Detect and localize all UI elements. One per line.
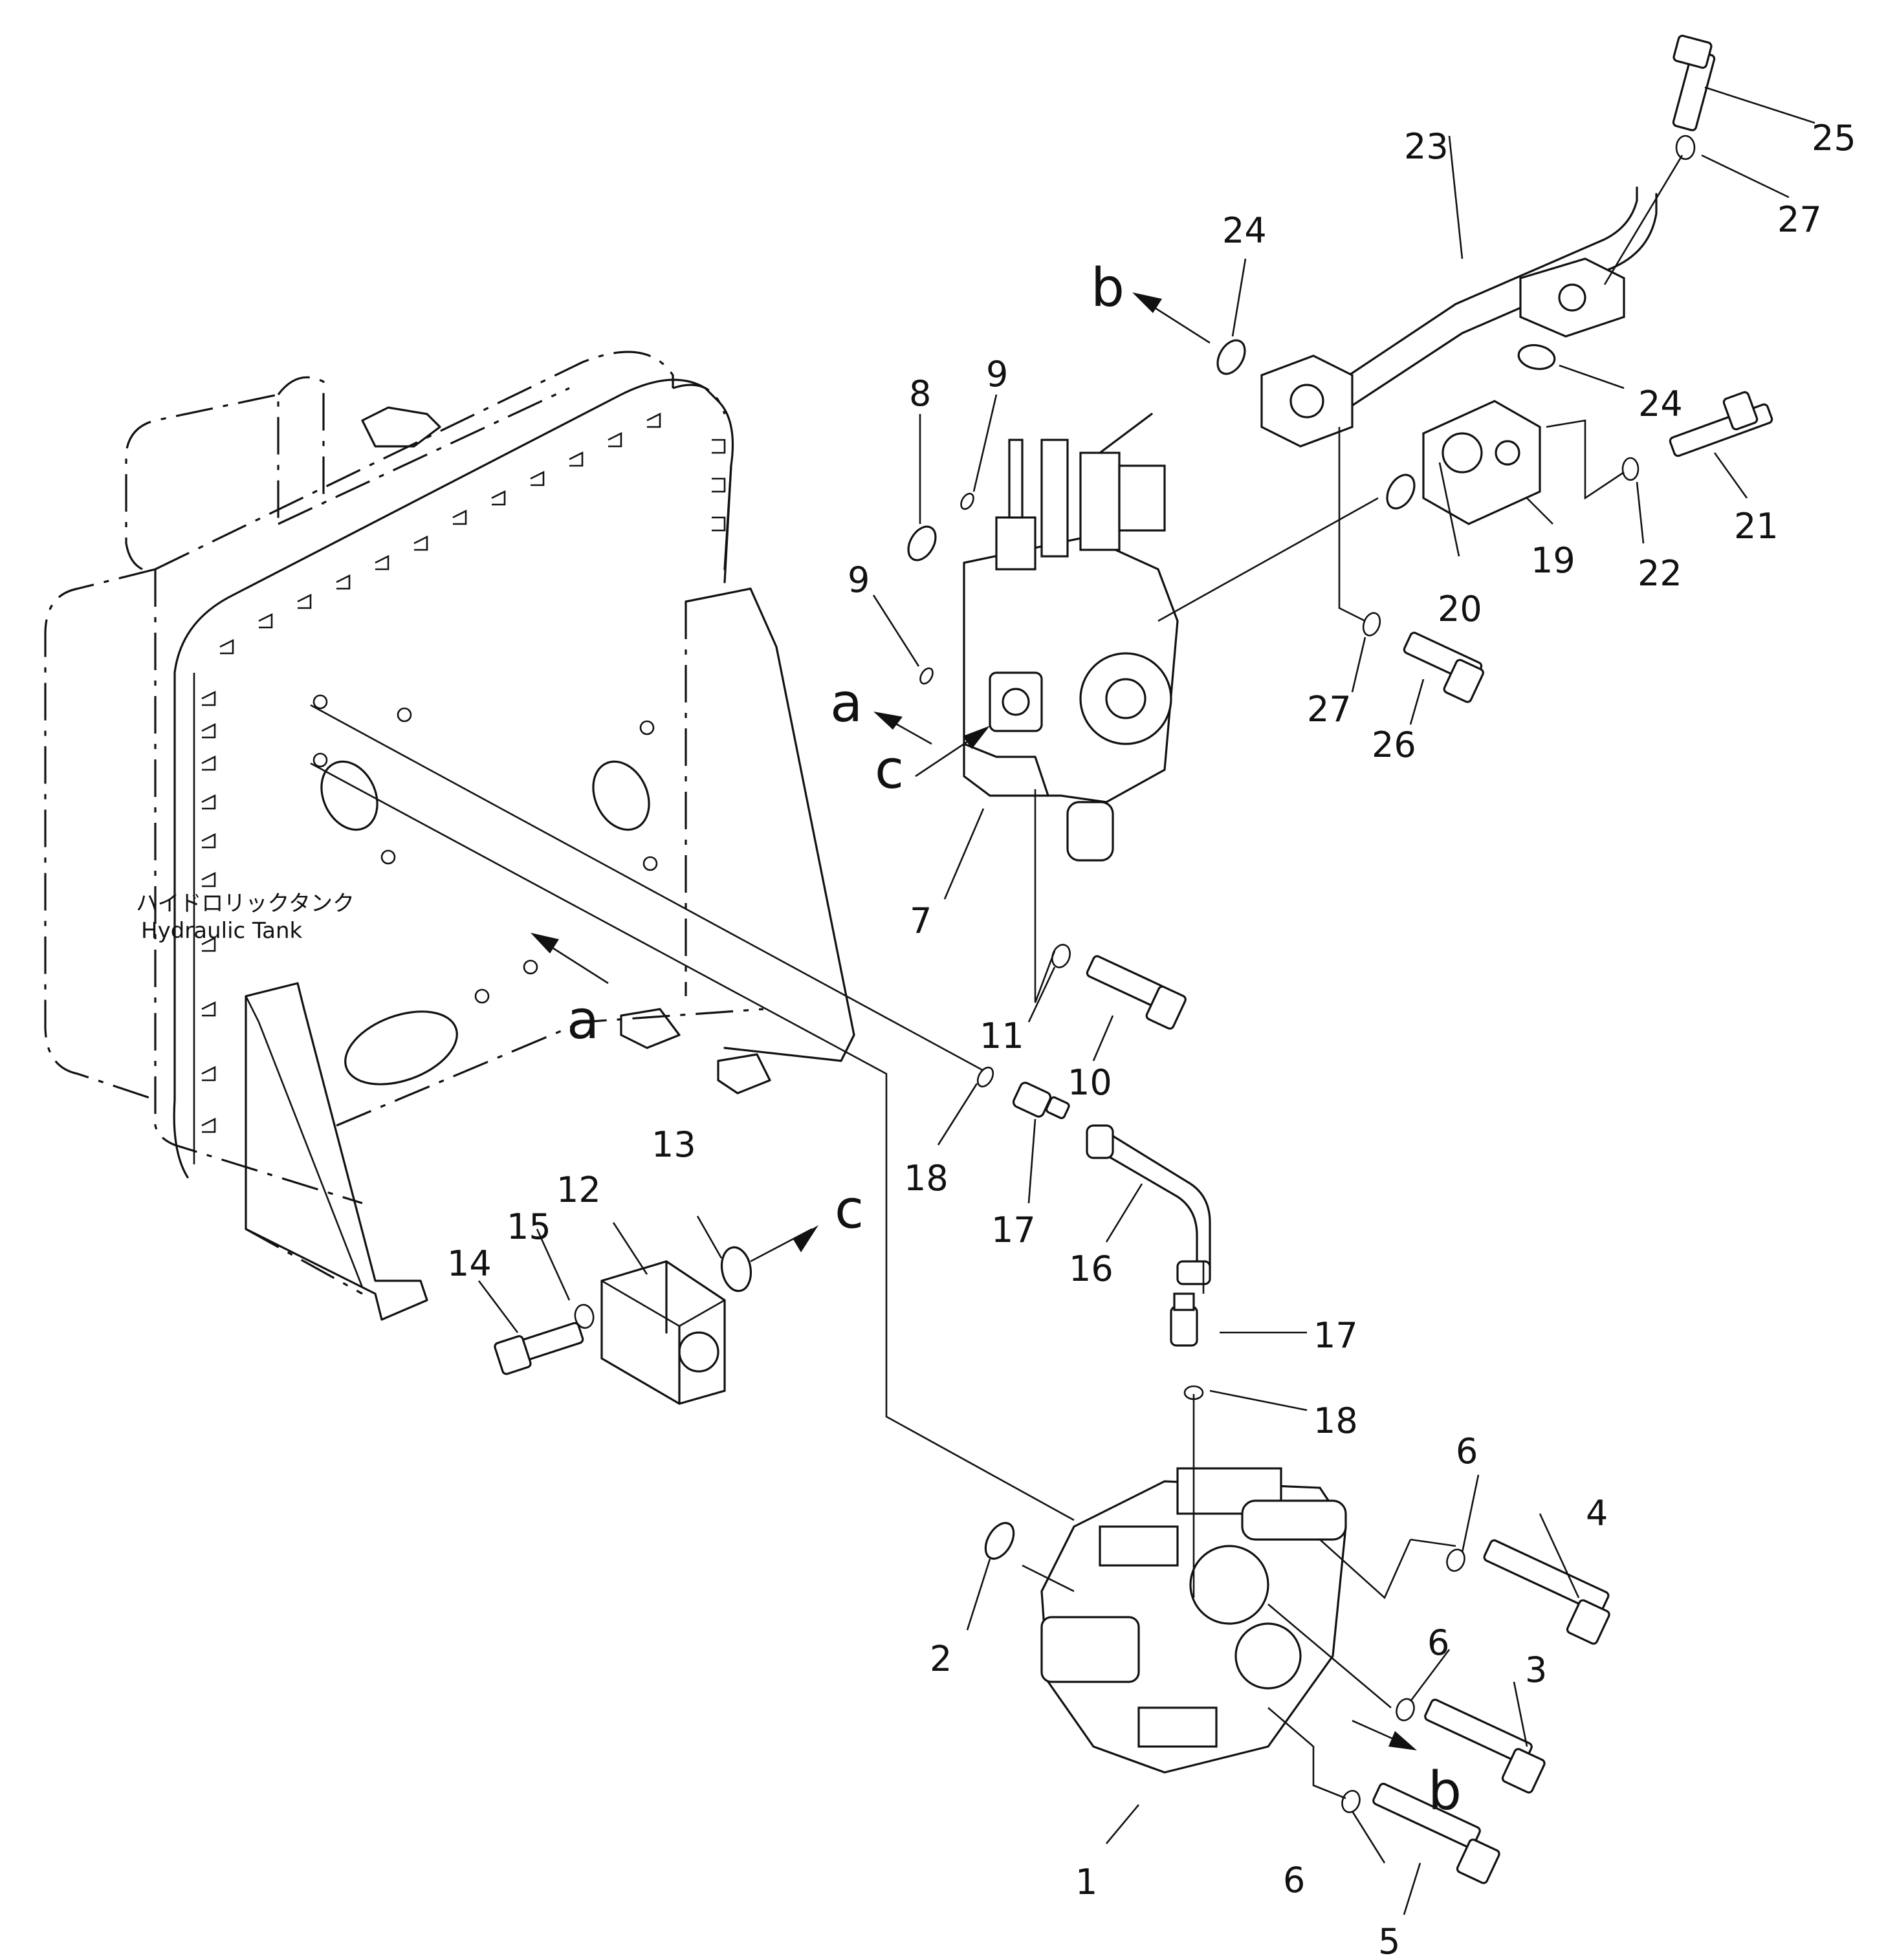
o-ring-20 <box>1386 474 1416 510</box>
letter-c-upper: c <box>875 739 904 801</box>
washer-6-b <box>1396 1698 1415 1721</box>
bolt-26 <box>1403 631 1484 703</box>
o-ring-24-a <box>1216 339 1246 375</box>
callout-11: 11 <box>980 1016 1024 1056</box>
o-ring-18-a <box>976 1066 994 1088</box>
seals <box>574 135 1696 1813</box>
arrow-c-upper-icon <box>963 726 990 749</box>
callout-3: 3 <box>1525 1650 1547 1690</box>
arrow-b-upper-icon <box>1132 292 1162 313</box>
callout-14: 14 <box>447 1243 492 1284</box>
arrow-b-lower-icon <box>1388 1731 1417 1750</box>
callout-4: 4 <box>1586 1493 1608 1534</box>
bolt-5 <box>1372 1783 1500 1884</box>
callout-20: 20 <box>1438 589 1482 629</box>
flange-block-19 <box>1422 400 1541 525</box>
upper-valve-7 <box>963 413 1179 862</box>
lower-valve-1 <box>1040 1467 1347 1774</box>
o-ring-24-b <box>1517 344 1556 370</box>
callout-17-b: 17 <box>1313 1315 1358 1356</box>
washer-6-c <box>1341 1790 1361 1813</box>
o-ring-9-b <box>919 667 934 685</box>
arrow-a-lower-icon <box>531 933 559 953</box>
callout-15: 15 <box>507 1206 551 1247</box>
bolt-21 <box>1669 391 1773 457</box>
tank-label: ハイドロリックタンク Hydraulic Tank <box>136 891 355 944</box>
callout-9-a: 9 <box>986 354 1008 395</box>
bolt-3 <box>1424 1699 1546 1794</box>
block-12 <box>600 1260 726 1405</box>
callout-24-a: 24 <box>1222 210 1267 251</box>
bolt-10 <box>1086 955 1187 1030</box>
callout-23: 23 <box>1404 126 1449 167</box>
callout-5: 5 <box>1378 1921 1400 1960</box>
callout-13: 13 <box>652 1124 696 1165</box>
bolt-14 <box>494 1322 584 1375</box>
callout-27-a: 27 <box>1777 199 1822 240</box>
bolt-25 <box>1672 34 1716 131</box>
letter-c-lower: c <box>835 1179 864 1241</box>
pipe-16 <box>1086 1124 1211 1285</box>
reference-arrows <box>531 292 1417 1750</box>
callout-7: 7 <box>910 900 932 941</box>
callout-1: 1 <box>1075 1862 1097 1902</box>
fitting-17-lower <box>1170 1292 1198 1347</box>
callout-6-b: 6 <box>1427 1622 1449 1663</box>
callout-27-b: 27 <box>1307 689 1352 730</box>
washer-6-a <box>1446 1549 1465 1572</box>
callout-25: 25 <box>1812 118 1856 158</box>
callout-24-b: 24 <box>1638 384 1683 424</box>
callout-9-b: 9 <box>848 560 870 600</box>
washer-27-b <box>1362 612 1381 637</box>
washer-22 <box>1621 457 1639 481</box>
callout-16: 16 <box>1069 1248 1113 1289</box>
letter-b-upper: b <box>1091 257 1124 319</box>
callout-21: 21 <box>1734 506 1779 547</box>
callout-6-a: 6 <box>1456 1431 1478 1472</box>
callout-17-a: 17 <box>991 1210 1036 1250</box>
callout-12: 12 <box>556 1170 601 1210</box>
callout-19: 19 <box>1531 540 1575 581</box>
letter-b-lower: b <box>1428 1761 1462 1822</box>
o-ring-13 <box>720 1246 752 1292</box>
o-ring-8 <box>907 525 937 561</box>
callout-18-b: 18 <box>1313 1400 1358 1441</box>
leader-lines <box>477 86 1815 1915</box>
callout-6-c: 6 <box>1283 1860 1305 1900</box>
reference-letters: a c a b b c <box>567 257 1462 1822</box>
bolt-4 <box>1483 1539 1610 1645</box>
arrow-a-upper-icon <box>873 712 903 730</box>
callout-8: 8 <box>909 373 931 414</box>
callout-10: 10 <box>1068 1062 1112 1103</box>
callout-2: 2 <box>930 1639 952 1679</box>
centerlines <box>310 155 1683 1800</box>
hydraulic-tank: ハイドロリックタンク Hydraulic Tank <box>44 351 855 1321</box>
arrow-c-lower-icon <box>793 1225 818 1252</box>
pipe-23 <box>1260 186 1658 448</box>
washer-27-a <box>1675 135 1696 160</box>
tank-label-jp: ハイドロリックタンク <box>136 891 355 917</box>
letter-a-upper: a <box>830 673 862 734</box>
o-ring-9-a <box>960 492 974 510</box>
fitting-17-upper <box>1012 1082 1070 1120</box>
callout-22: 22 <box>1638 553 1682 594</box>
callout-26: 26 <box>1372 724 1416 765</box>
washer-15 <box>574 1303 595 1329</box>
tank-label-en: Hydraulic Tank <box>141 918 303 944</box>
o-ring-2 <box>984 1521 1015 1560</box>
callout-18-a: 18 <box>904 1158 948 1199</box>
callout-numbers: 1 2 3 4 5 6 6 6 7 8 9 9 10 11 12 13 14 1… <box>447 118 1856 1960</box>
letter-a-lower: a <box>567 990 599 1051</box>
